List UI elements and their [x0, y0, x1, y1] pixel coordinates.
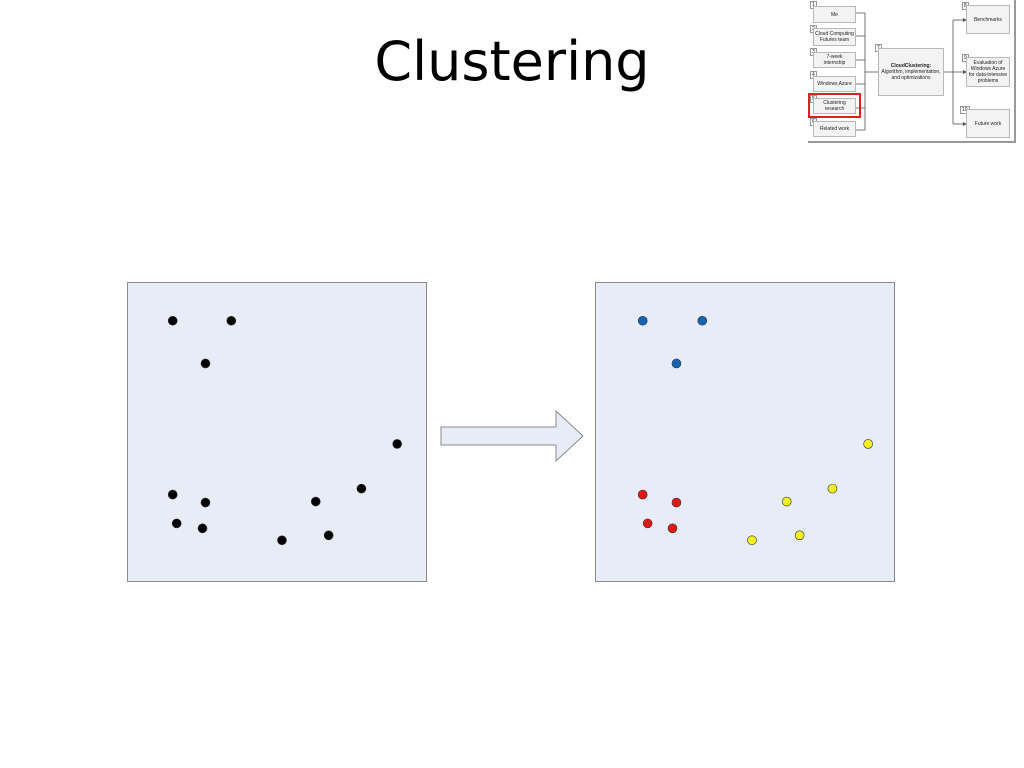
slide-title: Clustering: [374, 30, 650, 93]
cluster-2-point: [642, 518, 653, 529]
transform-arrow: [440, 410, 584, 463]
clustered-scatter: [637, 315, 873, 546]
navigation-thumbnail[interactable]: 1 Me 2 Cloud Computing Futures team 3 7-…: [808, 0, 1016, 143]
data-point: [200, 497, 211, 508]
thumb-item-internship[interactable]: 7-week internship: [813, 52, 856, 68]
thumb-item-future-work[interactable]: Future work: [966, 109, 1010, 138]
data-point: [226, 315, 237, 326]
thumb-item-azure[interactable]: Windows Azure: [813, 76, 856, 92]
data-point: [392, 439, 402, 449]
data-point: [171, 518, 182, 529]
current-slide-highlight: [808, 93, 861, 118]
unclustered-panel: [127, 282, 427, 582]
thumb-item-evaluation[interactable]: Evaluation of Windows Azure for data-int…: [966, 57, 1010, 87]
cluster-1-point: [697, 315, 708, 326]
cluster-3-point: [747, 535, 757, 546]
thumb-item-team[interactable]: Cloud Computing Futures team: [813, 28, 856, 46]
cluster-2-point: [667, 523, 678, 534]
clustered-panel: [595, 282, 895, 582]
thumb-item-clustering[interactable]: Clustering research: [813, 98, 856, 114]
thumb-item-cloudclustering[interactable]: CloudClustering: Algorithm, implementati…: [878, 48, 944, 96]
cluster-2-point: [671, 497, 682, 508]
thumb-center-title: CloudClustering:: [890, 63, 932, 69]
cluster-1-point: [637, 315, 648, 326]
data-point: [277, 535, 287, 546]
cluster-3-point: [781, 496, 792, 507]
thumb-item-benchmarks[interactable]: Benchmarks: [966, 5, 1010, 34]
data-point: [167, 489, 178, 500]
cluster-3-point: [794, 530, 805, 541]
data-point: [197, 523, 208, 534]
data-point: [310, 496, 321, 507]
thumbnail-connectors: [856, 12, 967, 131]
thumb-item-me[interactable]: Me: [813, 6, 856, 23]
cluster-1-point: [671, 358, 682, 369]
data-point: [323, 530, 334, 541]
unclustered-scatter: [167, 315, 402, 546]
data-point: [167, 315, 178, 326]
data-point: [200, 358, 211, 369]
cluster-3-point: [827, 483, 838, 494]
cluster-2-point: [637, 489, 648, 500]
thumb-center-subtitle: Algorithm, implementation, and optimizat…: [881, 69, 941, 81]
thumb-item-related[interactable]: Related work: [813, 121, 856, 137]
cluster-3-point: [863, 439, 873, 449]
data-point: [356, 483, 367, 494]
